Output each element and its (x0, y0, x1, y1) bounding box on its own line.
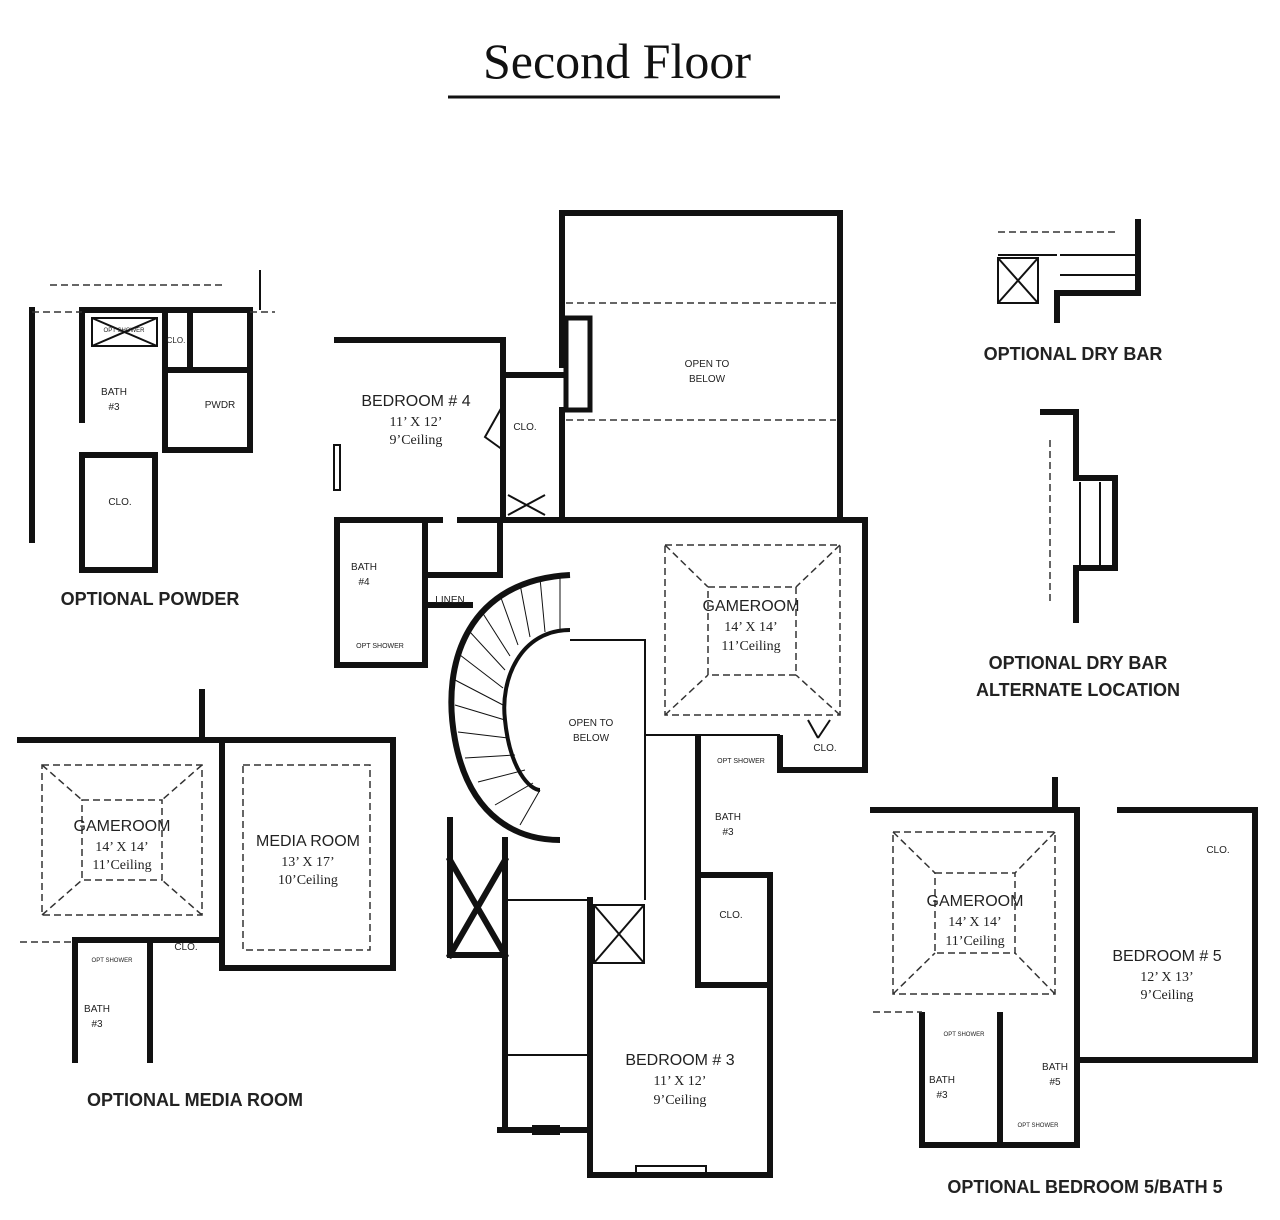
bath3-label-line2: #3 (722, 827, 734, 838)
optional-powder-plan: BATH #3 OPT SHOWER PWDR CLO. CLO. OPTION… (29, 270, 275, 609)
optional-dry-bar-alt-caption-line2: ALTERNATE LOCATION (976, 680, 1180, 700)
optional-dry-bar-alt-plan: OPTIONAL DRY BAR ALTERNATE LOCATION (976, 409, 1180, 700)
bath4-label-line2: #4 (358, 577, 370, 588)
bath3-opt-shower-label: OPT SHOWER (717, 758, 765, 765)
b5-gameroom-name: GAMEROOM (927, 893, 1024, 910)
optional-dry-bar-plan: OPTIONAL DRY BAR (984, 219, 1163, 364)
bath5-line2: #5 (1049, 1077, 1061, 1088)
bath4-label-line1: BATH (351, 562, 377, 573)
powder-bath3-line1: BATH (101, 387, 127, 398)
open-to-below-stair-line1: OPEN TO (569, 718, 614, 729)
main-plan (333, 210, 868, 1178)
gameroom-size: 14’ X 14’ (724, 620, 777, 635)
powder-opt-shower: OPT SHOWER (104, 328, 146, 334)
optional-dry-bar-caption: OPTIONAL DRY BAR (984, 344, 1163, 364)
media-closet-label: CLO. (174, 942, 197, 953)
b5-bath3-opt-shower: OPT SHOWER (944, 1032, 986, 1038)
gameroom-name: GAMEROOM (703, 598, 800, 615)
open-to-below-upper-line1: OPEN TO (685, 359, 730, 370)
optional-powder-caption: OPTIONAL POWDER (61, 589, 240, 609)
optional-bedroom5-caption: OPTIONAL BEDROOM 5/BATH 5 (947, 1177, 1222, 1197)
bedroom5-name: BEDROOM # 5 (1112, 948, 1221, 965)
bath5-line1: BATH (1042, 1062, 1068, 1073)
b5-closet-label: CLO. (1206, 845, 1229, 856)
media-room-ceiling: 10’Ceiling (278, 873, 338, 888)
bath3-label-line1: BATH (715, 812, 741, 823)
linen-label: LINEN (435, 595, 464, 606)
media-room-size: 13’ X 17’ (281, 855, 334, 870)
bedroom4-ceiling: 9’Ceiling (390, 433, 443, 448)
b5-gameroom-size: 14’ X 14’ (948, 915, 1001, 930)
open-to-below-upper-line2: BELOW (689, 374, 726, 385)
optional-bedroom5-plan: GAMEROOM 14’ X 14’ 11’Ceiling BEDROOM # … (870, 777, 1258, 1197)
pwdr-label: PWDR (205, 400, 236, 411)
bedroom4-name: BEDROOM # 4 (361, 393, 470, 410)
bedroom5-size: 12’ X 13’ (1140, 970, 1193, 985)
media-room-name: MEDIA ROOM (256, 833, 360, 850)
media-bath3-line2: #3 (91, 1019, 103, 1030)
bedroom5-ceiling: 9’Ceiling (1141, 988, 1194, 1003)
bedroom4-closet-label: CLO. (513, 422, 536, 433)
b5-bath3-line2: #3 (936, 1090, 948, 1101)
optional-media-room-plan: GAMEROOM 14’ X 14’ 11’Ceiling MEDIA ROOM… (17, 689, 396, 1110)
bath4-opt-shower-label: OPT SHOWER (356, 643, 404, 650)
bedroom3-name: BEDROOM # 3 (625, 1052, 734, 1069)
bedroom3-size: 11’ X 12’ (654, 1074, 707, 1089)
gameroom-closet-label: CLO. (813, 743, 836, 754)
b5-gameroom-ceiling: 11’Ceiling (945, 934, 1004, 949)
bedroom3-closet-label: CLO. (719, 910, 742, 921)
bedroom4-size: 11’ X 12’ (390, 415, 443, 430)
open-to-below-stair-line2: BELOW (573, 733, 610, 744)
main-plan-labels: OPEN TO BELOW BEDROOM # 4 11’ X 12’ 9’Ce… (351, 359, 837, 1108)
media-gameroom-size: 14’ X 14’ (95, 840, 148, 855)
page-title: Second Floor (483, 33, 751, 89)
media-gameroom-name: GAMEROOM (74, 818, 171, 835)
optional-media-room-caption: OPTIONAL MEDIA ROOM (87, 1090, 303, 1110)
bedroom3-ceiling: 9’Ceiling (654, 1093, 707, 1108)
powder-bath3-line2: #3 (108, 402, 120, 413)
gameroom-ceiling: 11’Ceiling (721, 639, 780, 654)
bath5-opt-shower: OPT SHOWER (1018, 1123, 1060, 1129)
media-bath3-line1: BATH (84, 1004, 110, 1015)
media-gameroom-ceiling: 11’Ceiling (92, 858, 151, 873)
powder-closet-small: CLO. (167, 336, 186, 345)
media-opt-shower: OPT SHOWER (92, 958, 134, 964)
powder-closet-label: CLO. (108, 497, 131, 508)
b5-bath3-line1: BATH (929, 1075, 955, 1086)
optional-dry-bar-alt-caption-line1: OPTIONAL DRY BAR (989, 653, 1168, 673)
